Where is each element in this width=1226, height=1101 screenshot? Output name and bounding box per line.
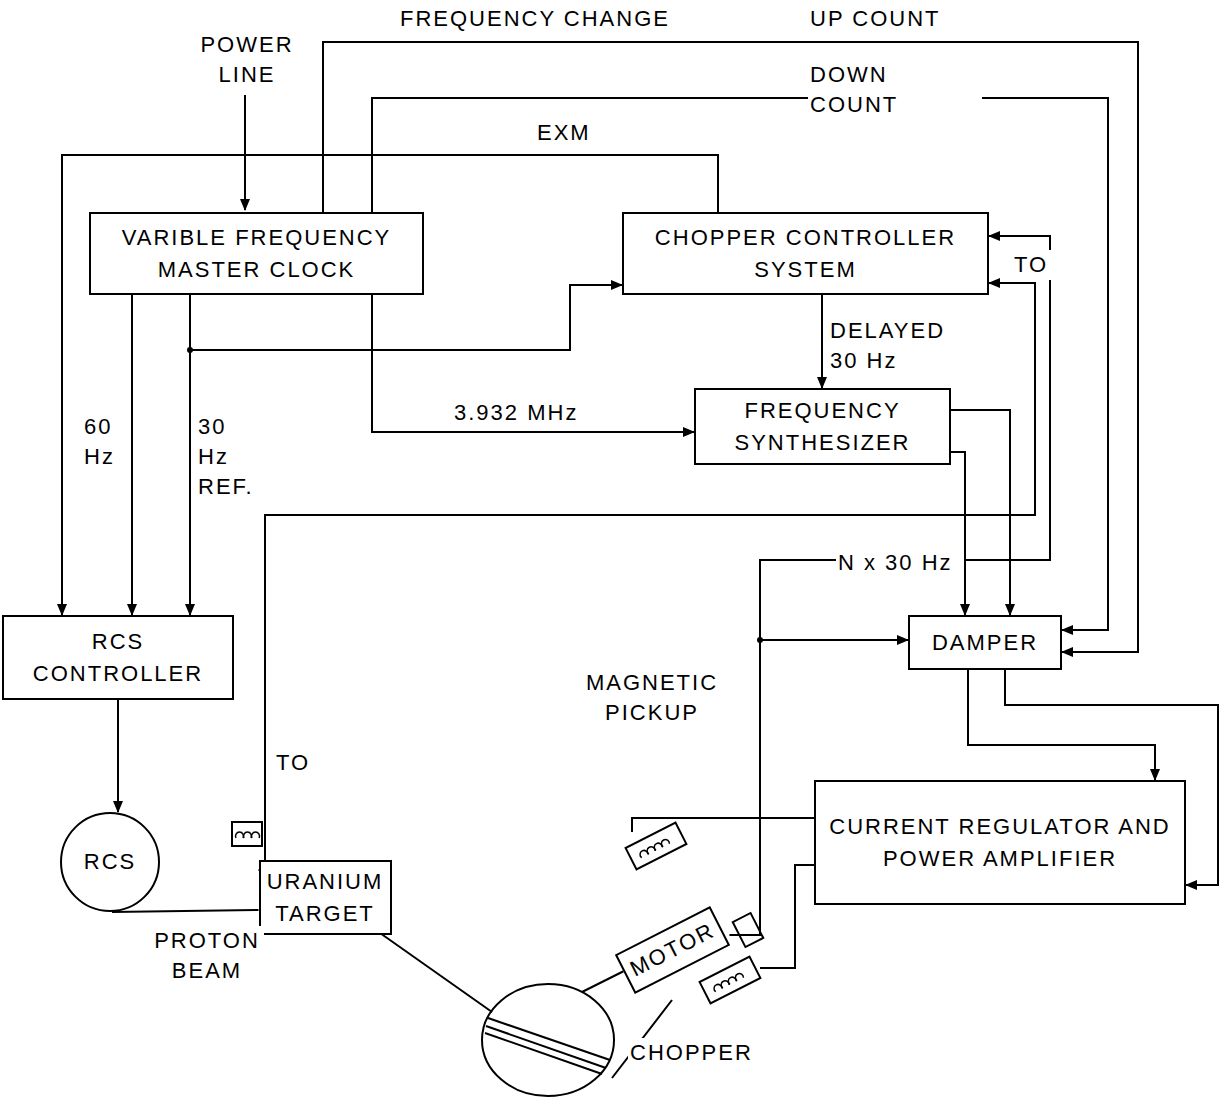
edge-label: N x 30 Hz (836, 548, 964, 578)
edge-label: 3.932 MHz (452, 398, 596, 428)
drive-wire (760, 865, 820, 968)
coil-winding (236, 832, 260, 838)
signal-label: POWER LINE (190, 30, 304, 90)
box-label: MOTOR (624, 915, 720, 985)
process-box: VARIBLE FREQUENCY MASTER CLOCK (89, 212, 424, 295)
signal-connector (112, 910, 259, 912)
beam-pickup-coil (232, 822, 262, 846)
box-label: RCS CONTROLLER (4, 626, 232, 690)
signal-connector (62, 155, 718, 615)
signal-connector (951, 410, 1010, 615)
box-label: CURRENT REGULATOR AND POWER AMPLIFIER (816, 811, 1184, 875)
box-label: DAMPER (932, 627, 1038, 659)
box-label: CHOPPER CONTROLLER SYSTEM (624, 222, 987, 286)
edge-label: PROTON BEAM (150, 926, 264, 986)
process-box: FREQUENCY SYNTHESIZER (694, 388, 951, 465)
signal-connector (951, 452, 965, 615)
signal-connector (131, 295, 133, 615)
edge-label: EXM (535, 118, 619, 148)
process-box: URANIUM TARGET (259, 860, 392, 935)
box-label: FREQUENCY SYNTHESIZER (696, 395, 949, 459)
drive-coil (700, 957, 761, 1004)
process-box: CHOPPER CONTROLLER SYSTEM (622, 212, 989, 295)
signal-connector (189, 295, 191, 615)
signal-label: FREQUENCY CHANGE (398, 4, 732, 34)
power-line-wire (244, 95, 246, 210)
coil-winding (713, 972, 744, 992)
motor-box: MOTOR (614, 906, 729, 994)
signal-label: TO (274, 748, 318, 778)
edge-label: DELAYED 30 Hz (828, 316, 972, 376)
target-chopper-link (380, 933, 492, 1012)
coil-winding (639, 838, 670, 858)
box-label: VARIBLE FREQUENCY MASTER CLOCK (91, 222, 422, 286)
box-label: RCS (84, 846, 136, 878)
signal-label: CHOPPER (628, 1038, 772, 1068)
edge-label: UP COUNT (808, 4, 962, 34)
process-box: RCS CONTROLLER (2, 615, 234, 700)
process-box: CURRENT REGULATOR AND POWER AMPLIFIER (814, 780, 1186, 905)
edge-label: 60 Hz (82, 412, 130, 472)
edge-label: 30 Hz REF. (196, 412, 256, 502)
signal-label: TO (1012, 250, 1056, 280)
drive-coil (626, 823, 687, 870)
signal-connector (821, 295, 823, 388)
signal-label: MAGNETIC PICKUP (560, 668, 744, 728)
ring-circle: RCS (60, 812, 160, 912)
magnetic-pickup-coil (733, 913, 764, 947)
edge-label: DOWN COUNT (808, 60, 982, 120)
signal-connector (372, 295, 694, 432)
box-label: URANIUM TARGET (261, 866, 390, 930)
signal-connector (968, 670, 1155, 780)
signal-connector (372, 98, 1108, 630)
signal-connector (117, 700, 119, 812)
process-box: DAMPER (908, 615, 1062, 670)
